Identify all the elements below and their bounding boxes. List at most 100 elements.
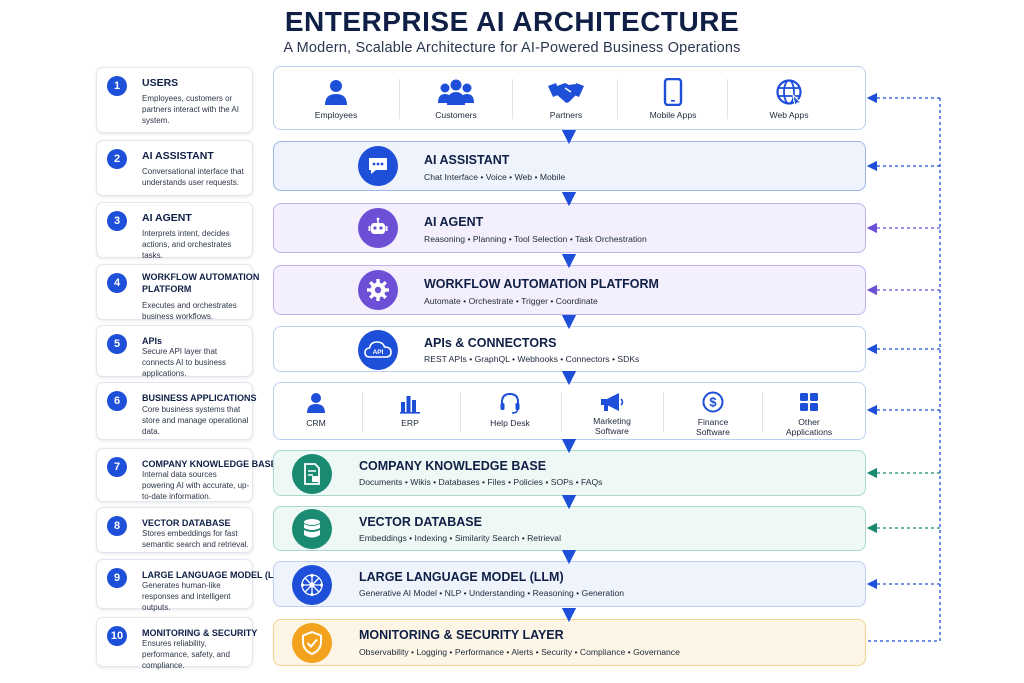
item-label: Help Desk bbox=[490, 418, 530, 428]
layer-title: VECTOR DATABASE bbox=[359, 515, 482, 529]
globe-icon bbox=[776, 79, 803, 106]
layer-title: COMPANY KNOWLEDGE BASE bbox=[359, 459, 547, 473]
group-icon bbox=[438, 79, 474, 105]
dollar-icon: $ bbox=[702, 391, 724, 413]
users-item-web-apps: Web Apps bbox=[748, 78, 830, 120]
feedback-loop bbox=[866, 92, 941, 642]
step-number-badge: 10 bbox=[107, 626, 127, 646]
divider bbox=[362, 392, 363, 432]
step-title: LARGE LANGUAGE MODEL (LLM) bbox=[142, 570, 290, 580]
divider bbox=[663, 392, 664, 432]
step-number-badge: 9 bbox=[107, 568, 127, 588]
step-description: Secure API layer that connects AI to bus… bbox=[142, 347, 227, 378]
business-item-other: Other Applications bbox=[774, 391, 844, 437]
step-number-badge: 4 bbox=[107, 273, 127, 293]
step-card-ai-assistant: 2 AI ASSISTANT Conversational interface … bbox=[96, 140, 253, 196]
step-title: APIs bbox=[142, 336, 163, 346]
bar-chart-icon bbox=[400, 396, 420, 414]
business-item-erp: ERP bbox=[380, 392, 440, 428]
item-label: Mobile Apps bbox=[649, 110, 697, 120]
robot-icon bbox=[358, 208, 398, 248]
item-label: ERP bbox=[401, 418, 419, 428]
layer-title: WORKFLOW AUTOMATION PLATFORM bbox=[424, 277, 659, 291]
step-description: Internal data sources powering AI with a… bbox=[142, 470, 250, 501]
step-card-ai-agent: 3 AI AGENT Interprets intent, decides ac… bbox=[96, 202, 253, 260]
layer-title: APIs & CONNECTORS bbox=[424, 336, 557, 350]
layer-subtitle: Generative AI Model • NLP • Understandin… bbox=[359, 588, 625, 598]
item-label: Software bbox=[595, 426, 629, 436]
step-description: Stores embeddings for fast semantic sear… bbox=[142, 529, 249, 549]
step-card-workflow: 4 WORKFLOW AUTOMATION PLATFORM Executes … bbox=[96, 264, 259, 321]
megaphone-icon bbox=[601, 393, 624, 411]
step-card-llm: 9 LARGE LANGUAGE MODEL (LLM) Generates h… bbox=[96, 559, 289, 612]
network-icon bbox=[292, 565, 332, 605]
item-label: Software bbox=[696, 427, 730, 437]
workflow-layer: WORKFLOW AUTOMATION PLATFORM Automate • … bbox=[273, 265, 866, 315]
person-icon bbox=[325, 80, 347, 105]
headset-icon bbox=[500, 392, 520, 414]
step-card-knowledge-base: 7 COMPANY KNOWLEDGE BASE Internal data s… bbox=[96, 448, 277, 502]
layer-subtitle: Documents • Wikis • Databases • Files • … bbox=[359, 477, 603, 487]
divider bbox=[460, 392, 461, 432]
handshake-icon bbox=[548, 83, 584, 103]
monitoring-layer: MONITORING & SECURITY LAYER Observabilit… bbox=[273, 619, 866, 666]
business-item-crm: CRM bbox=[286, 392, 346, 428]
step-number-badge: 8 bbox=[107, 516, 127, 536]
item-label: Applications bbox=[785, 427, 833, 437]
item-label: Customers bbox=[435, 110, 477, 120]
step-title: MONITORING & SECURITY bbox=[142, 628, 258, 638]
business-item-help-desk: Help Desk bbox=[478, 392, 542, 428]
layer-title: AI AGENT bbox=[424, 215, 484, 229]
layer-subtitle: Chat Interface • Voice • Web • Mobile bbox=[424, 172, 566, 182]
divider bbox=[561, 392, 562, 432]
diagram-title: ENTERPRISE AI ARCHITECTURE bbox=[284, 6, 740, 37]
users-item-mobile-apps: Mobile Apps bbox=[632, 78, 714, 120]
step-title: AI AGENT bbox=[142, 212, 192, 224]
step-title: WORKFLOW AUTOMATION PLATFORM bbox=[142, 272, 260, 294]
gear-icon bbox=[358, 270, 398, 310]
business-item-finance: $ Finance Software bbox=[679, 391, 747, 437]
step-description: Employees, customers or partners interac… bbox=[142, 94, 239, 125]
layer-title: MONITORING & SECURITY LAYER bbox=[359, 628, 564, 642]
step-description: Ensures reliability, performance, safety… bbox=[142, 639, 230, 670]
document-icon bbox=[292, 454, 332, 494]
divider bbox=[399, 79, 400, 119]
layer-subtitle: Reasoning • Planning • Tool Selection • … bbox=[424, 234, 647, 244]
business-item-marketing: Marketing Software bbox=[577, 392, 647, 436]
step-card-apis: 5 APIs Secure API layer that connects AI… bbox=[96, 325, 253, 378]
layer-subtitle: Observability • Logging • Performance • … bbox=[359, 647, 680, 657]
item-label: Partners bbox=[549, 110, 583, 120]
item-label: CRM bbox=[306, 418, 326, 428]
apps-grid-icon bbox=[800, 393, 818, 411]
svg-text:$: $ bbox=[709, 395, 717, 410]
users-item-employees: Employees bbox=[296, 78, 376, 120]
step-description: Interprets intent, decides actions, and … bbox=[142, 229, 232, 260]
step-description: Executes and orchestrates business workf… bbox=[142, 301, 237, 321]
shield-icon bbox=[292, 623, 332, 663]
step-number-badge: 1 bbox=[107, 76, 127, 96]
chat-icon bbox=[358, 146, 398, 186]
users-item-partners: Partners bbox=[526, 78, 606, 120]
step-number-badge: 5 bbox=[107, 334, 127, 354]
users-item-customers: Customers bbox=[416, 78, 496, 120]
step-number-badge: 3 bbox=[107, 211, 127, 231]
layer-subtitle: Automate • Orchestrate • Trigger • Coord… bbox=[424, 296, 598, 306]
layer-title: LARGE LANGUAGE MODEL (LLM) bbox=[359, 570, 564, 584]
layer-subtitle: REST APIs • GraphQL • Webhooks • Connect… bbox=[424, 354, 640, 364]
api-cloud-icon: API bbox=[358, 330, 398, 370]
ai-agent-layer: AI AGENT Reasoning • Planning • Tool Sel… bbox=[273, 203, 866, 253]
step-card-business-apps: 6 BUSINESS APPLICATIONS Core business sy… bbox=[96, 382, 257, 440]
divider bbox=[762, 392, 763, 432]
vector-db-layer: VECTOR DATABASE Embeddings • Indexing • … bbox=[273, 506, 866, 551]
item-label: Other bbox=[798, 417, 820, 427]
database-icon bbox=[292, 509, 332, 549]
apis-layer: API APIs & CONNECTORS REST APIs • GraphQ… bbox=[273, 326, 866, 372]
layer-title: AI ASSISTANT bbox=[424, 153, 510, 167]
step-card-monitoring: 10 MONITORING & SECURITY Ensures reliabi… bbox=[96, 617, 257, 670]
step-number-badge: 7 bbox=[107, 457, 127, 477]
phone-icon bbox=[663, 78, 683, 106]
step-title: COMPANY KNOWLEDGE BASE bbox=[142, 459, 277, 469]
person-icon bbox=[307, 393, 325, 413]
step-number-badge: 6 bbox=[107, 391, 127, 411]
step-title: AI ASSISTANT bbox=[142, 150, 214, 162]
